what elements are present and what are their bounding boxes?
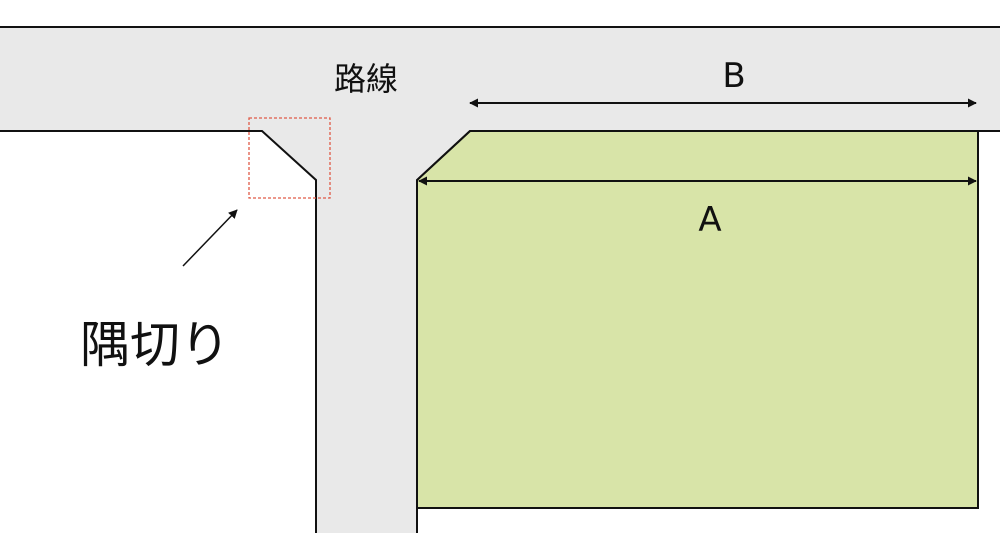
dimension-b-label: B xyxy=(722,56,745,96)
corner-cut-highlight-box xyxy=(248,117,331,199)
main-road-area xyxy=(0,27,1000,131)
side-road-area xyxy=(262,131,470,533)
dimension-a-label: A xyxy=(698,200,721,240)
right-block-edge xyxy=(416,130,1000,533)
left-block-edge xyxy=(0,130,317,533)
corner-cut-pointer-arrow xyxy=(182,209,238,267)
lot-area xyxy=(416,130,979,509)
corner-cut-label: 隅切り xyxy=(80,316,230,374)
road-label: 路線 xyxy=(334,60,398,98)
